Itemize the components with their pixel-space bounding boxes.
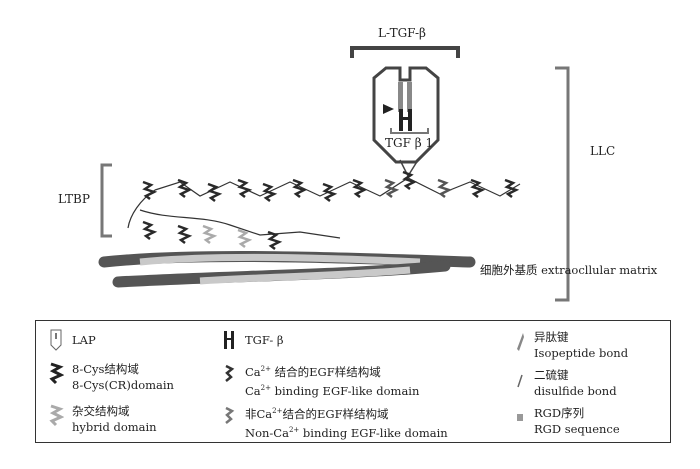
legend-label-zh: 结合的EGF样结构域 bbox=[282, 406, 389, 421]
legend-text: 非Ca bbox=[245, 406, 273, 421]
tgf-beta1-bracket bbox=[390, 128, 429, 134]
superscript: 2+ bbox=[272, 407, 283, 415]
non-ca-egf-domain-icon bbox=[225, 406, 235, 424]
l-tgf-beta-label: L-TGF-β bbox=[378, 26, 426, 40]
domain-blob bbox=[292, 178, 308, 198]
domain-blob bbox=[262, 182, 278, 202]
legend-label-en: hybrid domain bbox=[72, 420, 157, 434]
ca-egf-domain-icon bbox=[225, 364, 235, 382]
legend-label: TGF- β bbox=[245, 333, 284, 347]
lap-shape bbox=[372, 66, 440, 164]
domain-blob bbox=[437, 178, 453, 198]
legend-label-zh: 8-Cys结构域 bbox=[72, 362, 139, 376]
ltbp-label: LTBP bbox=[58, 192, 90, 206]
matrix-label: 细胞外基质 extraocllular matrix bbox=[480, 263, 658, 277]
legend-disulfide: 二硫键 disulfide bond bbox=[514, 367, 617, 399]
legend-lap: LAP bbox=[48, 329, 96, 351]
legend-8cys: 8-Cys结构域 8-Cys(CR)domain bbox=[48, 361, 174, 393]
lap-arm bbox=[407, 82, 412, 112]
lap-icon bbox=[50, 329, 62, 351]
superscript: 2+ bbox=[288, 425, 300, 434]
lap-arm bbox=[398, 82, 403, 112]
domain-blob bbox=[402, 170, 418, 190]
hybrid-domain-icon bbox=[49, 404, 64, 427]
domain-blob bbox=[470, 178, 486, 198]
legend-text: Non-Ca bbox=[245, 425, 289, 440]
legend: LAP 8-Cys结构域 8-Cys(CR)domain 杂交结构域 hybrid … bbox=[35, 320, 671, 443]
tgf-beta-bar bbox=[399, 117, 412, 120]
legend-hybrid: 杂交结构域 hybrid domain bbox=[48, 403, 157, 435]
arrowhead-icon bbox=[383, 104, 394, 114]
legend-isopeptide: 异肽键 Isopeptide bond bbox=[514, 329, 628, 361]
superscript: 2+ bbox=[260, 383, 271, 392]
llc-label: LLC bbox=[590, 144, 616, 158]
domain-blobs bbox=[142, 170, 520, 250]
legend-rgd: RGD序列 RGD sequence bbox=[514, 405, 620, 437]
extracellular-matrix-fibers bbox=[98, 251, 476, 288]
tgf-beta1-label: TGF β 1 bbox=[385, 136, 434, 150]
legend-label-zh: 二硫键 bbox=[534, 368, 569, 382]
legend-tgf-beta: TGF- β bbox=[221, 329, 284, 351]
legend-label-zh: 异肽键 bbox=[534, 330, 569, 344]
l-tgf-beta-bracket bbox=[350, 46, 460, 58]
8-cys-domain-icon bbox=[49, 362, 64, 385]
isopeptide-bond-icon bbox=[517, 333, 524, 351]
tgf-beta-icon bbox=[224, 331, 234, 349]
legend-label-zh: RGD序列 bbox=[534, 406, 585, 420]
legend-label-zh: 结合的EGF样结构域 bbox=[270, 364, 381, 379]
domain-blob bbox=[202, 224, 218, 244]
legend-label-en: disulfide bond bbox=[534, 384, 617, 398]
domain-blob bbox=[177, 224, 193, 244]
legend-label-zh: 杂交结构域 bbox=[72, 404, 130, 418]
domain-blob bbox=[322, 182, 338, 202]
legend-text: Ca bbox=[245, 383, 261, 398]
domain-blob bbox=[237, 178, 253, 198]
legend-text: Ca bbox=[245, 364, 261, 379]
domain-blob bbox=[384, 178, 400, 198]
rgd-sequence-icon bbox=[517, 414, 523, 421]
llc-bracket bbox=[555, 66, 570, 302]
domain-blob bbox=[237, 228, 253, 248]
domain-blob bbox=[142, 180, 158, 200]
domain-blob bbox=[142, 220, 158, 240]
domain-blob bbox=[352, 178, 368, 198]
domain-blob bbox=[267, 230, 283, 250]
legend-label-en: Isopeptide bond bbox=[534, 346, 629, 360]
legend-label-en: RGD sequence bbox=[534, 422, 620, 436]
ltbp-bracket bbox=[100, 163, 112, 238]
legend-label: LAP bbox=[72, 333, 96, 347]
legend-label-en: binding EGF-like domain bbox=[299, 425, 448, 440]
legend-label-en: 8-Cys(CR)domain bbox=[72, 378, 174, 392]
superscript: 2+ bbox=[260, 365, 271, 373]
domain-blob bbox=[177, 178, 193, 198]
domain-blob bbox=[207, 182, 223, 202]
domain-blob bbox=[504, 178, 520, 198]
disulfide-bond-icon bbox=[517, 374, 523, 388]
legend-label-en: binding EGF-like domain bbox=[270, 383, 420, 398]
